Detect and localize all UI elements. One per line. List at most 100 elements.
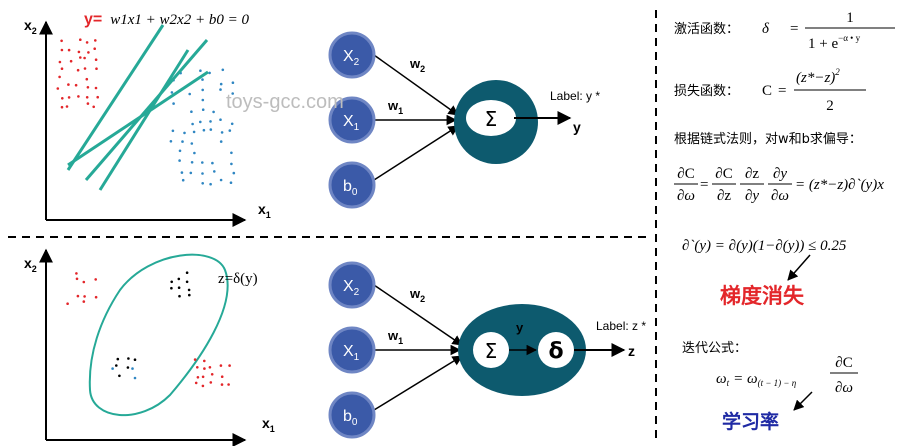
scatter-dot xyxy=(87,51,90,54)
scatter-dot xyxy=(67,83,70,86)
svg-text:ωt= ω(t − 1) − η: ωt= ω(t − 1) − η xyxy=(716,371,797,388)
scatter-dot xyxy=(56,87,60,90)
scatter-dot xyxy=(171,129,175,133)
top-blue-dots xyxy=(169,68,236,186)
input-node-x2: X2 xyxy=(328,31,376,79)
scatter-dot xyxy=(212,110,215,114)
scatter-dot xyxy=(230,162,233,166)
scatter-dot xyxy=(181,178,185,182)
scatter-dot xyxy=(220,383,224,386)
scatter-dot xyxy=(185,280,189,284)
scatter-dot xyxy=(201,78,204,81)
scatter-dot xyxy=(188,92,191,96)
scatter-dot xyxy=(228,129,232,132)
scatter-dot xyxy=(65,105,69,108)
svg-text:∂ω: ∂ω xyxy=(771,188,789,204)
scatter-dot xyxy=(86,86,90,89)
separator-line-3 xyxy=(98,49,190,191)
scatter-dot xyxy=(209,128,213,131)
scatter-dot xyxy=(219,364,223,367)
scatter-dot xyxy=(94,39,97,42)
bottom-x-axis-label: x1 xyxy=(262,415,275,434)
scatter-dot xyxy=(178,149,182,153)
derivative-formula: ∂`(y) = ∂(y)(1−∂(y)) ≤ 0.25 xyxy=(682,238,847,254)
scatter-dot xyxy=(203,359,206,363)
chain-rule-text: 根据链式法则，对w和b求偏导： xyxy=(674,132,862,147)
scatter-dot xyxy=(172,102,175,105)
scatter-dot xyxy=(95,67,98,70)
loss-formula: 损失函数： C = (z*−z)2 2 xyxy=(674,67,866,114)
scatter-dot xyxy=(180,171,184,174)
scatter-dot xyxy=(83,56,86,60)
top-red-dots xyxy=(56,38,99,109)
scatter-dot xyxy=(201,182,204,185)
bottom-scatter-plot: x2 x1 z=δ(y) xyxy=(24,248,275,446)
scatter-dot xyxy=(209,182,212,186)
scatter-dot xyxy=(219,82,223,86)
scatter-dot xyxy=(202,128,206,132)
vanishing-arrow xyxy=(787,254,811,281)
scatter-dot xyxy=(194,381,198,385)
scatter-dot xyxy=(115,364,118,367)
top-x-axis-label: x1 xyxy=(258,201,271,220)
learning-rate-arrow xyxy=(793,391,813,411)
svg-text:= (z*−z)∂`(y)x: = (z*−z)∂`(y)x xyxy=(795,177,884,193)
bottom-red-dots xyxy=(66,272,231,388)
svg-text:∂z: ∂z xyxy=(745,166,759,182)
scatter-dot xyxy=(94,58,98,61)
svg-text:1: 1 xyxy=(846,10,854,26)
input-node-b0-bottom: b0 xyxy=(328,391,376,439)
top-y-axis-label: x2 xyxy=(24,17,37,36)
scatter-dot xyxy=(201,161,204,164)
iteration-formula: ωt= ω(t − 1) − η ∂C ∂ω xyxy=(716,355,858,396)
bottom-perceptron: X2 X1 b0 w2 w1 Σ δ y Label: z * z xyxy=(328,261,646,439)
scatter-dot xyxy=(209,120,212,123)
scatter-dot xyxy=(201,98,205,102)
scatter-dot xyxy=(220,131,224,134)
scatter-dot xyxy=(201,384,205,388)
scatter-dot xyxy=(191,122,194,126)
edge-x2-bottom xyxy=(373,284,463,346)
scatter-dot xyxy=(177,277,181,281)
svg-text:δ: δ xyxy=(762,21,770,37)
scatter-dot xyxy=(230,122,234,126)
scatter-dot xyxy=(178,294,181,298)
svg-text:∂z: ∂z xyxy=(717,188,731,204)
top-label: Label: y * xyxy=(550,89,600,103)
scatter-dot xyxy=(190,110,193,113)
scatter-dot xyxy=(219,118,222,121)
scatter-dot xyxy=(116,357,120,361)
svg-text:X2: X2 xyxy=(343,48,360,68)
edge-b0 xyxy=(373,125,459,181)
learning-rate-label: 学习率 xyxy=(722,410,779,433)
scatter-dot xyxy=(94,86,98,90)
scatter-dot xyxy=(96,95,99,99)
bottom-output: z xyxy=(628,343,635,359)
scatter-dot xyxy=(133,358,137,362)
scatter-dot xyxy=(196,376,200,379)
scatter-dot xyxy=(213,170,216,173)
scatter-dot xyxy=(77,50,81,54)
scatter-dot xyxy=(75,272,78,275)
scatter-dot xyxy=(208,71,211,75)
top-scatter-plot: x2 x1 y= w1x1 + w2x2 + b0 = 0 xyxy=(24,11,271,227)
gradient-vanishing-label: 梯度消失 xyxy=(720,284,805,308)
scatter-dot xyxy=(190,161,194,164)
edge-x2 xyxy=(373,54,459,116)
input-node-x1: X1 xyxy=(328,96,376,144)
weight-w1: w1 xyxy=(387,98,403,116)
scatter-dot xyxy=(111,367,114,370)
scatter-dot xyxy=(133,376,137,380)
scatter-dot xyxy=(74,83,78,87)
scatter-dot xyxy=(58,75,61,79)
scatter-dot xyxy=(178,159,181,162)
svg-text:X2: X2 xyxy=(343,278,360,298)
svg-text:=: = xyxy=(700,177,708,193)
svg-text:X1: X1 xyxy=(343,113,360,133)
scatter-dot xyxy=(201,108,205,111)
top-perceptron: X2 X1 b0 w2 w1 Σ Label: y * y xyxy=(328,31,600,209)
scatter-dot xyxy=(126,366,130,369)
scatter-dot xyxy=(58,60,62,64)
scatter-dot xyxy=(67,96,71,99)
